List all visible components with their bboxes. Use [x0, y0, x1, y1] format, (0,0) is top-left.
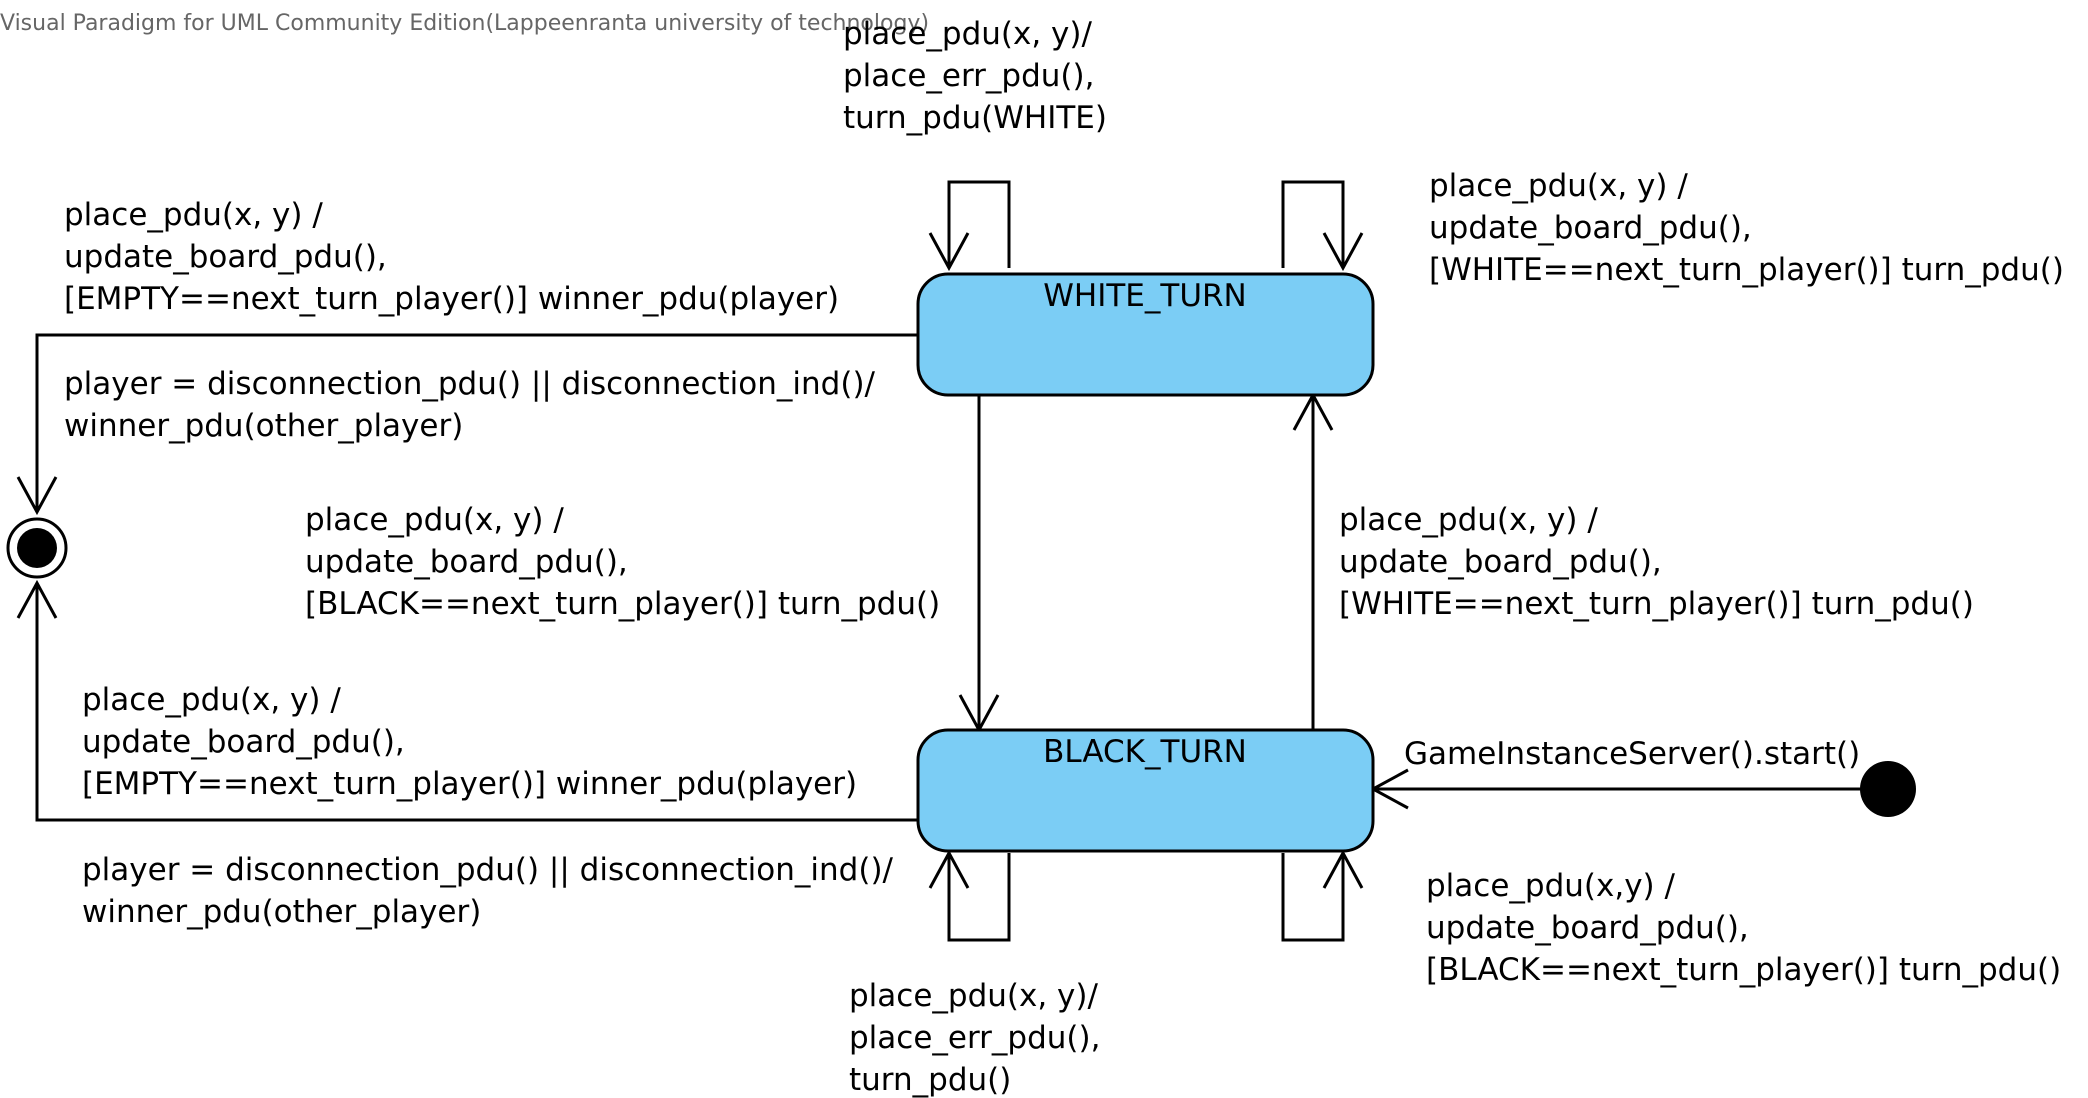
label-white-final-disconnect: player = disconnection_pdu() || disconne… — [64, 366, 876, 444]
label-line: place_pdu(x, y) / — [305, 502, 564, 538]
label-line: player = disconnection_pdu() || disconne… — [64, 366, 876, 402]
edge-black-self-err — [947, 853, 1011, 942]
label-line: update_board_pdu(), — [305, 544, 628, 580]
state-black-turn-label: BLACK_TURN — [1043, 734, 1247, 770]
label-line: turn_pdu() — [849, 1062, 1011, 1098]
label-line: update_board_pdu(), — [1339, 544, 1662, 580]
final-node[interactable] — [6, 517, 68, 579]
label-line: place_pdu(x, y) / — [1339, 502, 1598, 538]
label-line: [EMPTY==next_turn_player()] winner_pdu(p… — [64, 281, 839, 317]
label-line: place_pdu(x,y) / — [1426, 868, 1675, 904]
label-line: update_board_pdu(), — [1429, 210, 1752, 246]
label-line: update_board_pdu(), — [82, 724, 405, 760]
label-white-self-update: place_pdu(x, y) / update_board_pdu(), [W… — [1429, 168, 2064, 288]
label-white-to-black: place_pdu(x, y) / update_board_pdu(), [B… — [305, 502, 940, 622]
edge-white-self-update — [1281, 180, 1345, 268]
label-black-to-white: place_pdu(x, y) / update_board_pdu(), [W… — [1339, 502, 1974, 622]
arrowhead-black-self-err — [928, 849, 970, 889]
edge-black-to-final — [35, 583, 918, 822]
label-black-self-update: place_pdu(x,y) / update_board_pdu(), [BL… — [1426, 868, 2061, 988]
watermark: Visual Paradigm for UML Community Editio… — [0, 11, 929, 36]
label-line: place_pdu(x, y) / — [64, 197, 323, 233]
arrowhead-black-self-update — [1322, 849, 1364, 889]
final-node-dot — [17, 528, 57, 568]
state-white-turn[interactable]: WHITE_TURN — [916, 272, 1375, 397]
label-black-final-disconnect: player = disconnection_pdu() || disconne… — [82, 852, 894, 930]
label-line: winner_pdu(other_player) — [82, 894, 481, 930]
initial-node[interactable] — [1860, 761, 1916, 817]
edge-white-to-final — [35, 333, 918, 512]
label-line: place_pdu(x, y) / — [82, 682, 341, 718]
arrowhead-white-to-final — [16, 476, 58, 516]
label-line: [EMPTY==next_turn_player()] winner_pdu(p… — [82, 766, 857, 802]
label-line: update_board_pdu(), — [1426, 910, 1749, 946]
edge-black-self-update — [1281, 853, 1345, 942]
label-line: place_err_pdu(), — [849, 1020, 1100, 1056]
label-white-self-err: place_pdu(x, y)/ place_err_pdu(), turn_p… — [843, 16, 1107, 136]
label-line: winner_pdu(other_player) — [64, 408, 463, 444]
label-line: place_pdu(x, y)/ — [843, 16, 1092, 52]
arrowhead-black-to-final — [16, 579, 58, 619]
label-black-final-winner: place_pdu(x, y) / update_board_pdu(), [E… — [82, 682, 857, 802]
label-initial: GameInstanceServer().start() — [1404, 736, 1860, 772]
label-black-self-err: place_pdu(x, y)/ place_err_pdu(), turn_p… — [849, 978, 1100, 1098]
label-line: GameInstanceServer().start() — [1404, 736, 1860, 772]
label-line: [BLACK==next_turn_player()] turn_pdu() — [305, 586, 940, 622]
state-white-turn-box — [916, 272, 1375, 397]
label-line: [BLACK==next_turn_player()] turn_pdu() — [1426, 952, 2061, 988]
state-black-turn-box — [916, 728, 1375, 853]
label-line: update_board_pdu(), — [64, 239, 387, 275]
state-white-turn-label: WHITE_TURN — [1043, 278, 1246, 314]
arrowhead-white-self-err — [928, 232, 970, 272]
label-line: [WHITE==next_turn_player()] turn_pdu() — [1339, 586, 1974, 622]
label-line: player = disconnection_pdu() || disconne… — [82, 852, 894, 888]
arrowhead-white-self-update — [1322, 232, 1364, 272]
label-line: [WHITE==next_turn_player()] turn_pdu() — [1429, 252, 2064, 288]
label-line: place_pdu(x, y)/ — [849, 978, 1098, 1014]
state-black-turn[interactable]: BLACK_TURN — [916, 728, 1375, 853]
edge-white-self-err — [947, 180, 1011, 268]
label-line: place_pdu(x, y) / — [1429, 168, 1688, 204]
label-white-final-winner: place_pdu(x, y) / update_board_pdu(), [E… — [64, 197, 839, 317]
label-line: turn_pdu(WHITE) — [843, 100, 1107, 136]
label-line: place_err_pdu(), — [843, 58, 1094, 94]
